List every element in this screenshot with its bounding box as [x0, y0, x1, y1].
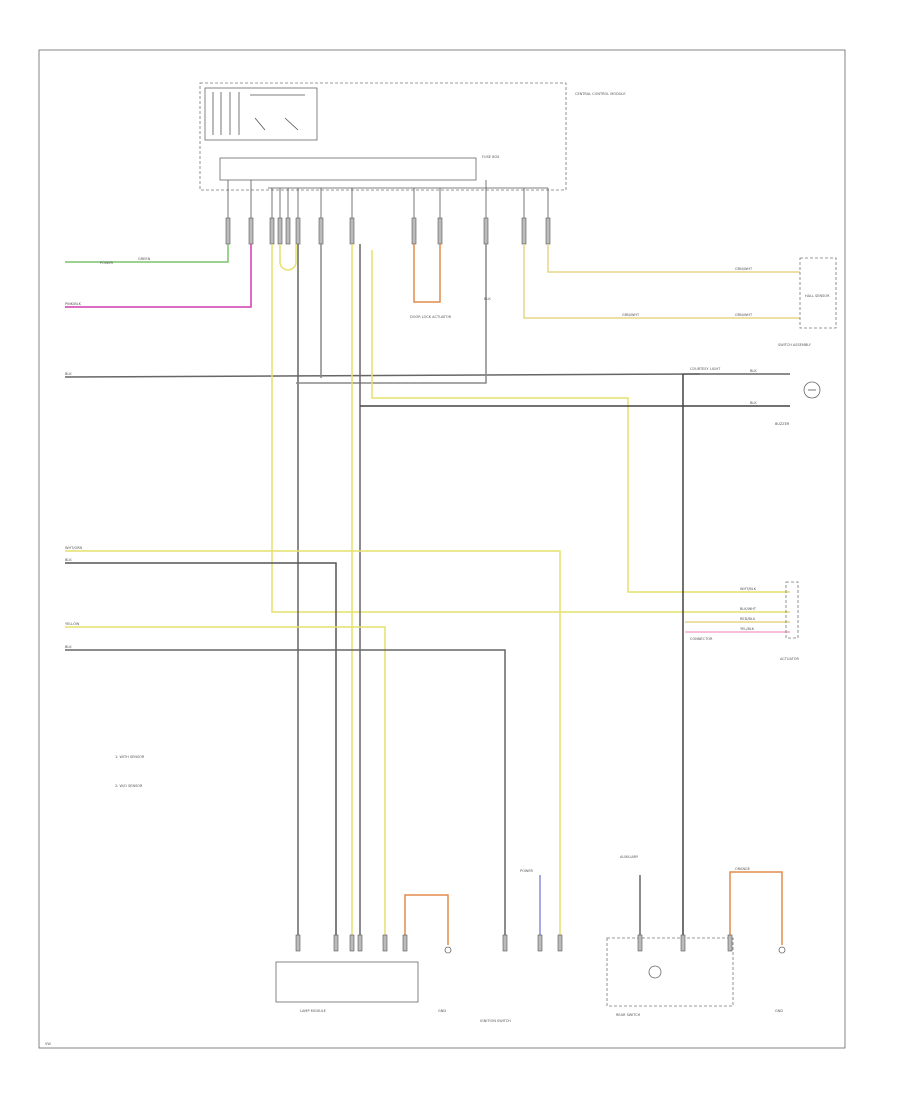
wire-label-red-blu: RED/BLU [740, 617, 756, 621]
module-drops [227, 180, 549, 218]
control-module: CENTRAL CONTROL MODULE FUSE BOX [199, 82, 626, 191]
door-lock-label: DOOR LOCK ACTUATOR [410, 315, 452, 319]
wire-label-yellow: YELLOW [65, 622, 80, 626]
bottom-connectors [295, 934, 733, 952]
left-wires: GREEN POWER PINK/BLK BLK [64, 244, 701, 378]
ground-1-label: GND [438, 1009, 446, 1013]
rear-switch: AUXILIARY REAR SWITCH GND ORANGE [606, 855, 786, 1017]
trunk-wires [271, 244, 790, 938]
wire-label-grn-wht2: GRN/WHT [622, 313, 640, 317]
auxiliary-label: AUXILIARY [620, 855, 639, 859]
buzzer-label: BUZZER [775, 422, 790, 426]
buzzer: BLK BLK BUZZER COURTESY LIGHT [683, 367, 821, 426]
wire-label-orange: ORANGE [735, 867, 750, 871]
switch-assembly-label: SWITCH ASSEMBLY [778, 343, 812, 347]
lamp-module: LAMP MODULE GND [275, 894, 452, 1013]
fuse-box-label: FUSE BOX [482, 155, 500, 159]
power-1-label: POWER [100, 261, 114, 265]
wire-label-grn-wht3: GRN/WHT [735, 313, 753, 317]
connector-label: CONNECTOR [690, 637, 713, 641]
wire-label-wht-grn: WHT/GRN [65, 546, 83, 550]
wire-label-green: GREEN [138, 257, 151, 261]
ignition-switch: POWER IGNITION SWITCH [480, 869, 541, 1023]
mid-left-wires: WHT/GRN BLK YELLOW BLK [65, 546, 561, 938]
courtesy-label: COURTESY LIGHT [690, 367, 721, 371]
connector-row [225, 217, 551, 245]
page-code: VW [45, 1042, 51, 1046]
wire-label-pink: PINK/BLK [65, 302, 82, 306]
wire-label-black4: BLK [65, 558, 72, 562]
ignition-switch-label: IGNITION SWITCH [480, 1019, 511, 1023]
door-lock-wires: DOOR LOCK ACTUATOR [410, 244, 452, 319]
wire-label-yel-blk: YEL/BLK [740, 627, 755, 631]
wire-label-grn-wht1: GRN/WHT [735, 267, 753, 271]
wire-label-wht-blk: WHT/BLK [740, 587, 757, 591]
wire-label-black2: BLK [750, 369, 757, 373]
lamp-module-label: LAMP MODULE [300, 1009, 326, 1013]
hall-sensor-label: HALL SENSOR [805, 294, 830, 298]
wire-label-black5: BLK [65, 645, 72, 649]
wire-label-black3: BLK [750, 401, 757, 405]
right-wires: GRN/WHT GRN/WHT GRN/WHT HALL SENSOR SWIT… [523, 244, 837, 347]
ground-2-label: GND [775, 1009, 783, 1013]
right-connector: WHT/BLK BLK/WHT RED/BLU YEL/BLK CONNECTO… [685, 581, 799, 661]
wire-label-blk-short: BLK [484, 297, 491, 301]
control-module-label: CENTRAL CONTROL MODULE [575, 92, 626, 96]
rear-switch-label: REAR SWITCH [616, 1013, 641, 1017]
note-2: 2: W/O SENSOR [115, 784, 143, 788]
actuator-label: ACTUATOR [780, 657, 799, 661]
wire-label-blk-wht: BLK/WHT [740, 607, 757, 611]
wire-label-black1: BLK [65, 372, 72, 376]
note-1: 1: WITH SENSOR [115, 755, 145, 759]
power-2-label: POWER [520, 869, 534, 873]
diagram-border [38, 49, 846, 1049]
